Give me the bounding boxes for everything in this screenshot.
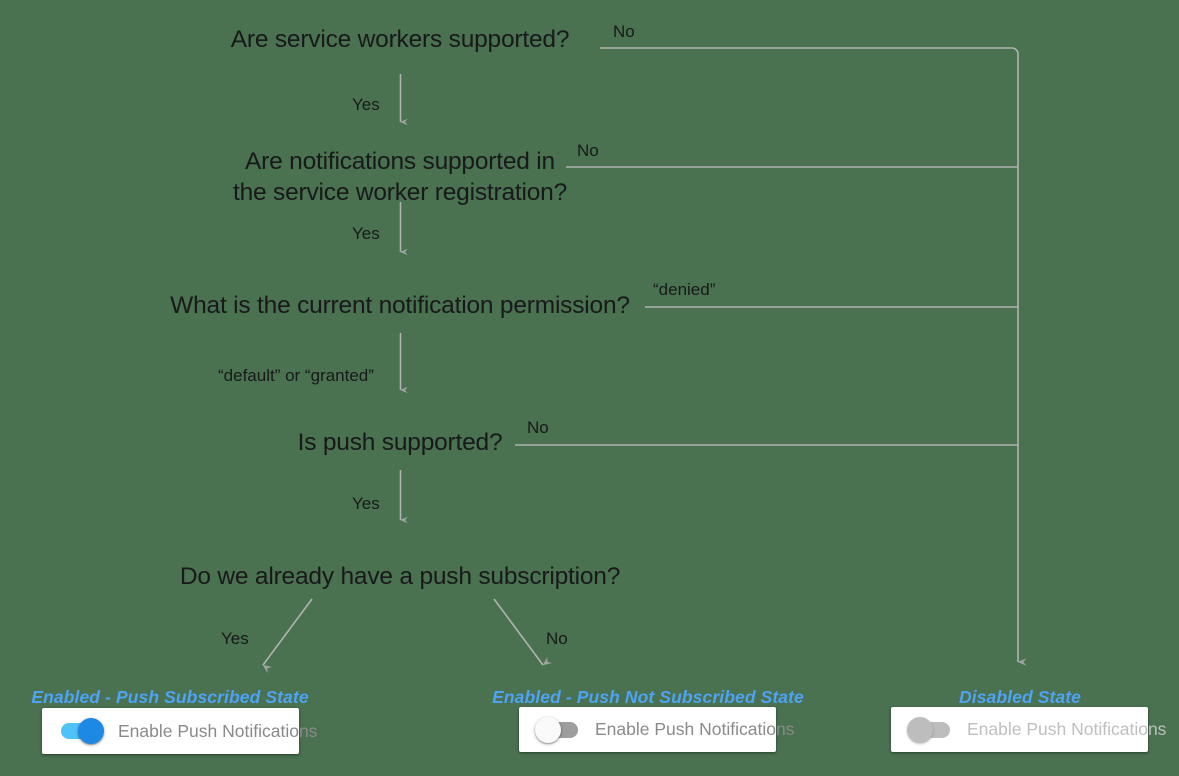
question-node-q1: Are service workers supported? [0, 25, 800, 55]
question-text: Is push supported? [297, 429, 503, 456]
toggle-caption: Enable Push Notifications [967, 719, 1167, 739]
toggle-caption: Enable Push Notifications [118, 720, 318, 741]
question-text-line1: Are notifications supported in [245, 148, 555, 175]
push-toggle-card-enabled-subscribed[interactable]: Enable Push Notifications [42, 708, 317, 754]
edge-q5-yes [262, 598, 313, 674]
push-toggle-card-disabled: Enable Push Notifications [891, 707, 1166, 752]
question-node-q4: Is push supported? [0, 428, 800, 458]
toggle-knob [907, 716, 933, 743]
edge-label-q2-no: No [577, 141, 599, 160]
question-text-line2: the service worker registration? [232, 179, 568, 206]
push-toggle-switch-disabled [907, 716, 953, 743]
edge-label-q3-default-granted: “default” or “granted” [218, 366, 374, 385]
edge-label-q1-yes: Yes [352, 95, 380, 114]
toggle-caption: Enable Push Notifications [595, 719, 795, 739]
edge-label-q5-no: No [546, 629, 568, 648]
toggle-knob [78, 718, 104, 744]
question-node-q3: What is the current notification permiss… [0, 291, 800, 321]
question-text: Do we already have a push subscription? [179, 563, 621, 590]
question-node-q2: Are notifications supported in the servi… [80, 146, 720, 208]
question-text: Are service workers supported? [230, 26, 570, 53]
push-toggle-card-enabled-not-subscribed[interactable]: Enable Push Notifications [519, 707, 794, 752]
state-label-disabled: Disabled State [959, 687, 1081, 707]
edge-label-q5-yes: Yes [221, 629, 249, 648]
edge-q5-no [493, 598, 553, 666]
edge-label-q4-no: No [527, 418, 549, 437]
push-toggle-switch-off[interactable] [535, 716, 581, 743]
state-label-enabled-subscribed: Enabled - Push Subscribed State [31, 687, 309, 707]
question-text: What is the current notification permiss… [170, 292, 630, 319]
state-label-enabled-not-subscribed: Enabled - Push Not Subscribed State [492, 687, 804, 707]
edge-label-q3-denied: “denied” [653, 280, 716, 299]
edge-label-q4-yes: Yes [352, 494, 380, 513]
question-node-q5: Do we already have a push subscription? [0, 562, 800, 592]
edge-label-q1-no: No [613, 22, 635, 41]
push-toggle-switch-on[interactable] [58, 718, 104, 744]
edge-label-q2-yes: Yes [352, 224, 380, 243]
toggle-knob [535, 716, 561, 743]
